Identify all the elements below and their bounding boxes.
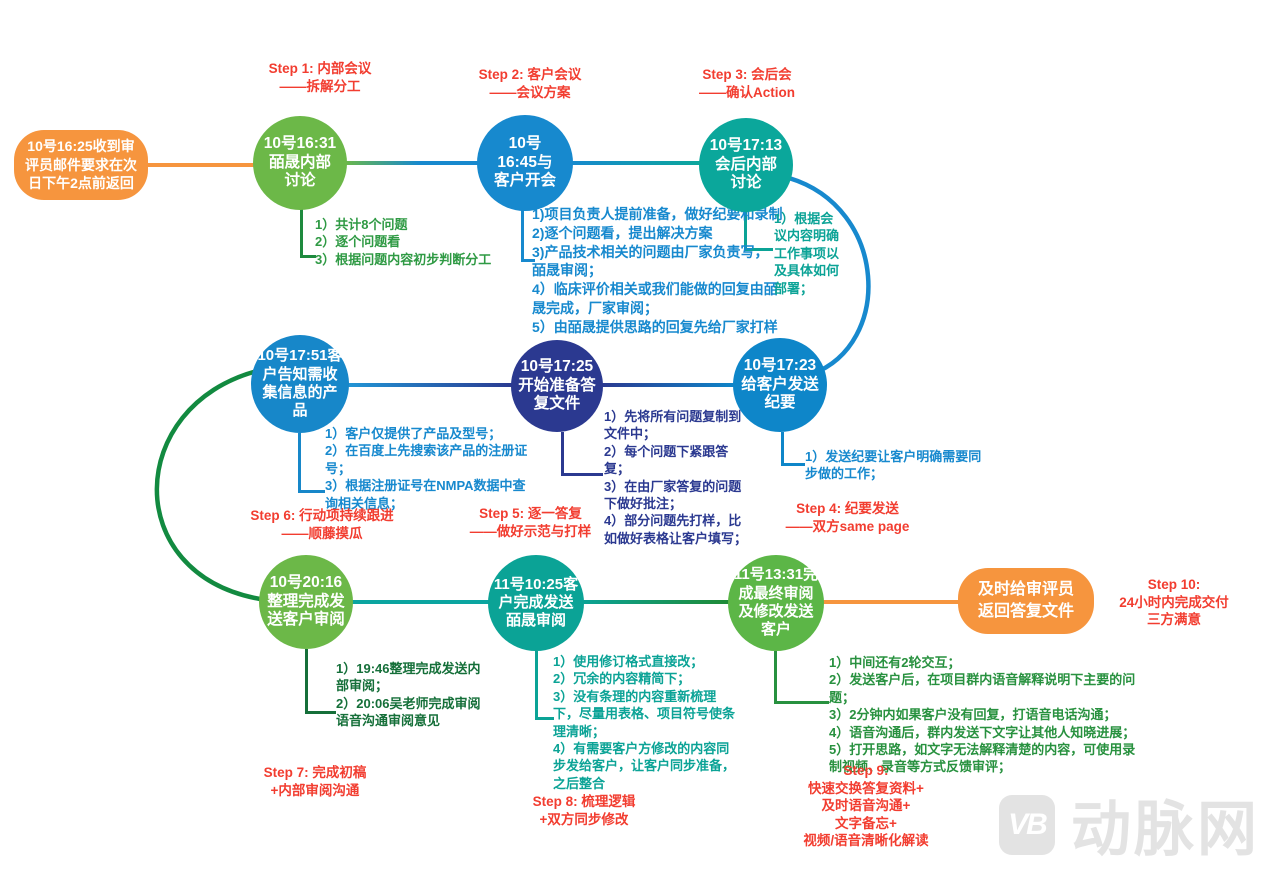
- connector-c1-c2: [344, 161, 480, 165]
- connector-c2-c3: [570, 161, 702, 165]
- elbow-r2m: [561, 432, 603, 476]
- node-client-product-info: 10号17:51客 户告知需收 集信息的产 品: [251, 335, 349, 433]
- curve-left-connector: [154, 368, 263, 602]
- elbow-r2l: [298, 433, 325, 493]
- step-label-6: Step 6: 行动项持续跟进 ——顺藤摸瓜: [250, 508, 394, 541]
- step-label-2: Step 2: 客户会议 ——会议方案: [478, 67, 582, 100]
- node-prepare-reply-doc: 10号17:25 开始准备答 复文件: [511, 340, 603, 432]
- step-label-10: Step 10: 24小时内完成交付 三方满意: [1119, 577, 1229, 628]
- elbow-c3: [744, 212, 773, 251]
- bullet-list-r2r: 1）发送纪要让客户明确需要同 步做的工作；: [805, 449, 982, 482]
- watermark: VB 动脉网: [999, 781, 1260, 868]
- connector-r3l-r3m: [350, 600, 490, 604]
- elbow-r3r: [774, 651, 829, 704]
- bullet-list-r3m: 1）使用修订格式直接改； 2）冗余的内容精简下； 3）没有条理的内容重新梳理 下…: [553, 654, 736, 791]
- vb-logo-icon: VB: [999, 794, 1055, 855]
- bullet-list-r2m: 1）先将所有问题复制到 文件中； 2）每个问题下紧跟答 复； 3）在由厂家答复的…: [604, 409, 748, 546]
- bullet-list-c2: 1)项目负责人提前准备，做好纪要和录制 2)逐个问题看，提出解决方案 3)产品技…: [532, 206, 783, 335]
- step-label-4: Step 4: 纪要发送 ——双方same page: [785, 501, 910, 534]
- node-final-review-send: 11号13:31完 成最终审阅 及修改发送 客户: [728, 555, 824, 651]
- connector-r3m-r3r: [582, 600, 730, 604]
- connector-r3r-to-end: [822, 600, 960, 604]
- end-box: 及时给审评员 返回答复文件: [958, 568, 1094, 634]
- node-send-client-review: 10号20:16 整理完成发 送客户审阅: [259, 555, 353, 649]
- bullet-list-c3: 1）根据会 议内容明确 工作事项以 及具体如何 部署；: [774, 211, 840, 296]
- step-label-3: Step 3: 会后会 ——确认Action: [699, 67, 795, 100]
- curve-right-connector: [786, 175, 871, 377]
- watermark-text: 动脉网: [1071, 796, 1260, 863]
- bullet-list-r3l: 1）19:46整理完成发送内 部审阅； 2）20:06吴老师完成审阅 语音沟通审…: [336, 661, 481, 729]
- connector-start-to-c1: [146, 163, 258, 167]
- step-label-7: Step 7: 完成初稿 +内部审阅沟通: [263, 765, 367, 798]
- bullet-list-r2l: 1）客户仅提供了产品及型号； 2）在百度上先搜索该产品的注册证 号； 3）根据注…: [325, 426, 528, 511]
- connector-r2m-r2r: [601, 383, 736, 387]
- node-post-meeting-discussion: 10号17:13 会后内部 讨论: [699, 118, 793, 212]
- elbow-c2: [521, 207, 535, 262]
- step-label-8: Step 8: 梳理逻辑 +双方同步修改: [532, 794, 636, 827]
- bullet-list-c1: 1）共计8个问题 2）逐个问题看 3）根据问题内容初步判断分工: [315, 217, 492, 267]
- step-label-9: Step 9: 快速交换答复资料+ 及时语音沟通+ 文字备忘+ 视频/语音清晰化…: [803, 763, 929, 849]
- elbow-r2r: [781, 432, 805, 466]
- step-label-5: Step 5: 逐一答复 ——做好示范与打样: [469, 506, 592, 539]
- elbow-c1: [300, 205, 316, 258]
- elbow-r3m: [535, 651, 554, 720]
- node-client-review-done: 11号10:25客 户完成发送 皕晟审阅: [488, 555, 584, 651]
- bullet-list-r3r: 1）中间还有2轮交互； 2）发送客户后，在项目群内语音解释说明下主要的问 题； …: [829, 655, 1136, 775]
- node-send-minutes: 10号17:23 给客户发送 纪要: [733, 338, 827, 432]
- start-box: 10号16:25收到审 评员邮件要求在次 日下午2点前返回: [14, 130, 148, 200]
- node-client-meeting: 10号 16:45与 客户开会: [477, 115, 573, 211]
- connector-r2l-r2m: [346, 383, 514, 387]
- step-label-1: Step 1: 内部会议 ——拆解分工: [268, 61, 372, 94]
- elbow-r3l: [305, 649, 336, 714]
- node-internal-discussion: 10号16:31 皕晟内部 讨论: [253, 116, 347, 210]
